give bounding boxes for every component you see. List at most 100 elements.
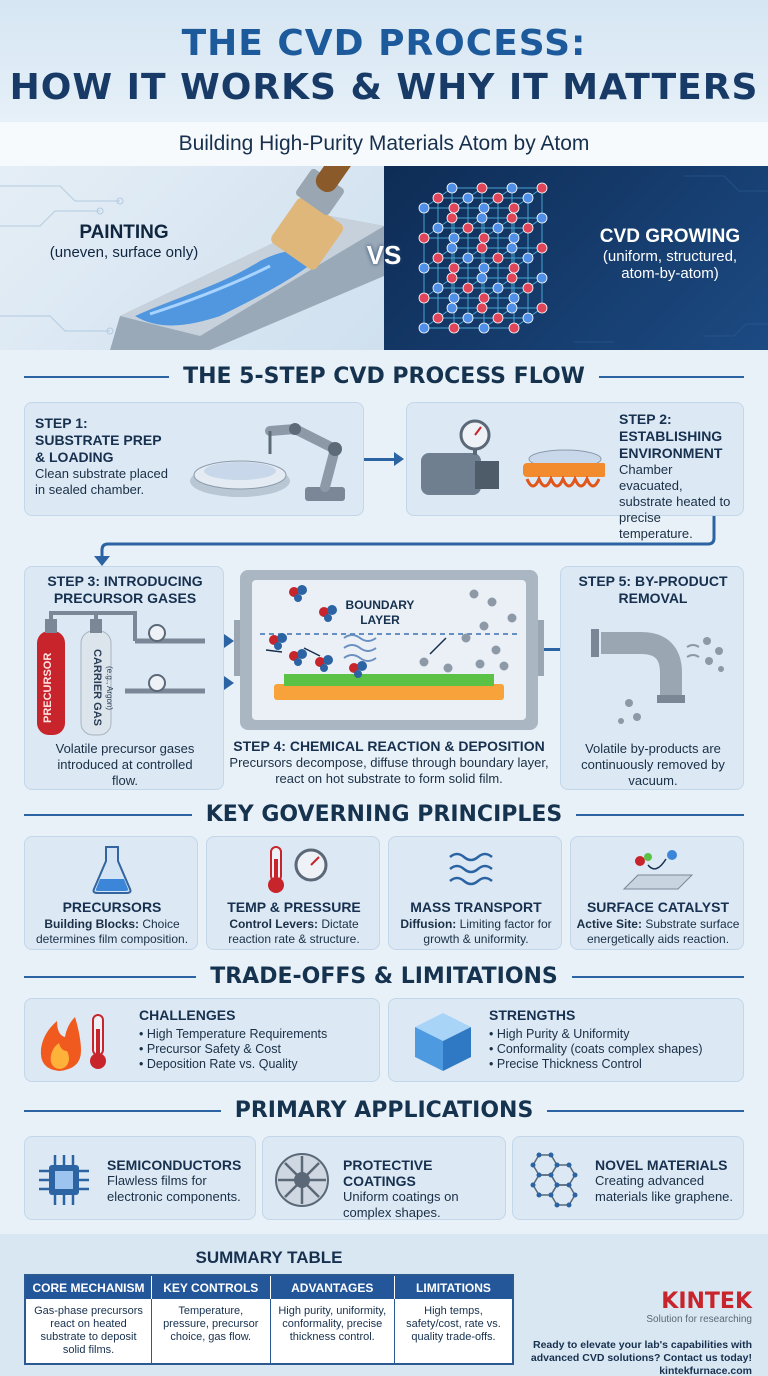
app-semiconductors-desc-2: electronic components. (107, 1189, 241, 1204)
cvd-growing-sub2: atom-by-atom) (621, 265, 719, 282)
step4-desc-1: Precursors decompose, diffuse through bo… (229, 755, 549, 770)
application-card-semiconductors: SEMICONDUCTORS Flawless films for electr… (24, 1136, 256, 1220)
applications-heading-text: PRIMARY APPLICATIONS (220, 1098, 548, 1123)
boundary-layer-label-2: LAYER (360, 613, 400, 627)
principle-mass-title: MASS TRANSPORT (410, 899, 542, 915)
strength-item: Precise Thickness Control (489, 1057, 703, 1072)
chip-icon (39, 1155, 89, 1205)
step4-desc-2: react on hot substrate to form solid fil… (275, 771, 503, 786)
arrowhead-step1-step2 (394, 452, 404, 466)
summary-col-limitations: LIMITATIONS (394, 1275, 514, 1299)
boundary-layer-label-1: BOUNDARY (345, 598, 415, 612)
summary-cell-core: Gas-phase precursors react on heated sub… (25, 1299, 153, 1364)
principle-precursors-desc-1: Choice (138, 917, 180, 931)
waves-icon (449, 852, 493, 886)
principle-temp-title: TEMP & PRESSURE (227, 899, 361, 915)
precursor-cylinder-label: PRECURSOR (42, 652, 54, 724)
step5-desc-2: continuously removed by (581, 757, 725, 772)
website-link[interactable]: kintekfurnace.com (659, 1365, 752, 1376)
summary-col-advantages: ADVANTAGES (270, 1275, 395, 1299)
principles-heading-text: KEY GOVERNING PRINCIPLES (191, 802, 577, 827)
step1-desc-1: Clean substrate placed (35, 466, 168, 481)
painting-subtitle: (uneven, surface only) (49, 244, 199, 261)
robot-arm-icon (190, 423, 345, 501)
app-novel-desc-2: materials like graphene. (595, 1189, 734, 1204)
summary-cell-controls: Temperature, pressure, precursor choice,… (151, 1299, 271, 1364)
crystal-lattice-illustration (418, 175, 768, 343)
thermometer-gauge-icon (268, 846, 328, 893)
app-coatings-desc-1: Uniform coatings on (343, 1189, 459, 1204)
summary-cell-limitations: High temps, safety/cost, rate vs. qualit… (394, 1299, 514, 1364)
step3-desc-1: Volatile precursor gases (55, 741, 195, 756)
surface-icon (622, 850, 694, 890)
application-card-novel-materials: NOVEL MATERIALS Creating advanced materi… (512, 1136, 744, 1220)
page-title-line1: THE CVD PROCESS: (181, 23, 587, 64)
app-semiconductors-desc-1: Flawless films for (107, 1173, 207, 1188)
step1-title-3: & LOADING (35, 449, 114, 465)
step2-title-3: ENVIRONMENT (619, 445, 723, 461)
strength-item: Conformality (coats complex shapes) (489, 1042, 703, 1057)
step3-title-1: STEP 3: INTRODUCING (47, 573, 203, 589)
kintek-logo: KINTEK (661, 1289, 752, 1314)
step3-title-2: PRECURSOR GASES (53, 590, 197, 606)
principle-card-mass-transport: MASS TRANSPORT Diffusion: Limiting facto… (388, 836, 562, 950)
step1-title-1: STEP 1: (35, 415, 88, 431)
applications-section-heading: PRIMARY APPLICATIONS (0, 1096, 768, 1126)
step5-desc-1: Volatile by-products are (585, 741, 721, 756)
app-novel-title: NOVEL MATERIALS (595, 1157, 728, 1173)
principle-mass-desc-1: Limiting factor for (456, 917, 552, 931)
principle-precursors-title: PRECURSORS (62, 899, 162, 915)
challenge-item: Precursor Safety & Cost (139, 1042, 327, 1057)
cvd-growing-panel: CVD GROWING (uniform, structured, atom-b… (384, 166, 768, 350)
step4-title: STEP 4: CHEMICAL REACTION & DEPOSITION (233, 738, 545, 754)
principle-temp-lead: Control Levers: (229, 917, 318, 931)
arrow-step1-step2 (364, 458, 398, 461)
strengths-title: STRENGTHS (489, 1007, 576, 1023)
cube-icon (415, 1013, 471, 1071)
summary-col-core: CORE MECHANISM (25, 1275, 153, 1299)
kintek-tagline: Solution for researching (646, 1314, 752, 1325)
fire-thermometer-icon (40, 1014, 106, 1071)
step1-title-2: SUBSTRATE PREP (35, 432, 162, 448)
principle-temp-desc-1: Dictate (318, 917, 359, 931)
step2-title-2: ESTABLISHING (619, 428, 723, 444)
principle-mass-desc-2: growth & uniformity. (423, 932, 529, 946)
app-coatings-title: PROTECTIVE COATINGS (343, 1157, 433, 1189)
step5-card: STEP 5: BY-PRODUCT REMOVAL Volatile by-p… (560, 566, 744, 790)
step2-title-1: STEP 2: (619, 411, 672, 427)
cta-line-2: advanced CVD solutions? Contact us today… (530, 1352, 752, 1364)
challenge-item: Deposition Rate vs. Quality (139, 1057, 327, 1072)
principle-catalyst-title: SURFACE CATALYST (586, 899, 730, 915)
step5-desc-3: vacuum. (628, 773, 678, 788)
cta-line-1: Ready to elevate your lab's capabilities… (533, 1339, 752, 1351)
app-novel-desc-1: Creating advanced (595, 1173, 705, 1188)
connector-step2-step3 (94, 516, 716, 566)
painting-panel: PAINTING (uneven, surface only) (0, 166, 384, 350)
paint-brush-illustration (0, 166, 384, 350)
arrowhead-gas-2 (224, 676, 234, 690)
principle-catalyst-desc-2: energetically aids reaction. (586, 932, 730, 946)
application-card-coatings: PROTECTIVE COATINGS Uniform coatings on … (262, 1136, 506, 1220)
page-subtitle: Building High-Purity Materials Atom by A… (0, 122, 768, 166)
process-heading-text: THE 5-STEP CVD PROCESS FLOW (169, 364, 599, 389)
header: THE CVD PROCESS: HOW IT WORKS & WHY IT M… (0, 0, 768, 122)
arrowhead-gas-1 (224, 634, 234, 648)
summary-table: CORE MECHANISM KEY CONTROLS ADVANTAGES L… (24, 1274, 514, 1365)
graphene-icon (530, 1152, 578, 1208)
reaction-chamber-illustration (234, 570, 544, 730)
principle-temp-desc-2: reaction rate & structure. (228, 932, 360, 946)
strengths-card: STRENGTHS High Purity & Uniformity Confo… (388, 998, 744, 1082)
summary-col-controls: KEY CONTROLS (151, 1275, 271, 1299)
app-coatings-desc-2: complex shapes. (343, 1205, 441, 1220)
challenge-item: High Temperature Requirements (139, 1027, 327, 1042)
step3-desc-3: flow. (111, 773, 138, 788)
carrier-gas-cylinder-label: CARRIER GAS (91, 649, 103, 727)
step2-desc-1: Chamber evacuated, (619, 462, 683, 493)
page-title-line2: HOW IT WORKS & WHY IT MATTERS (9, 67, 759, 108)
summary-cell-advantages: High purity, uniformity, conformality, p… (270, 1299, 395, 1364)
step3-card: STEP 3: INTRODUCING PRECURSOR GASES PREC… (24, 566, 224, 790)
step3-desc-2: introduced at controlled (57, 757, 193, 772)
strength-item: High Purity & Uniformity (489, 1027, 703, 1042)
turbine-icon (275, 1153, 329, 1207)
